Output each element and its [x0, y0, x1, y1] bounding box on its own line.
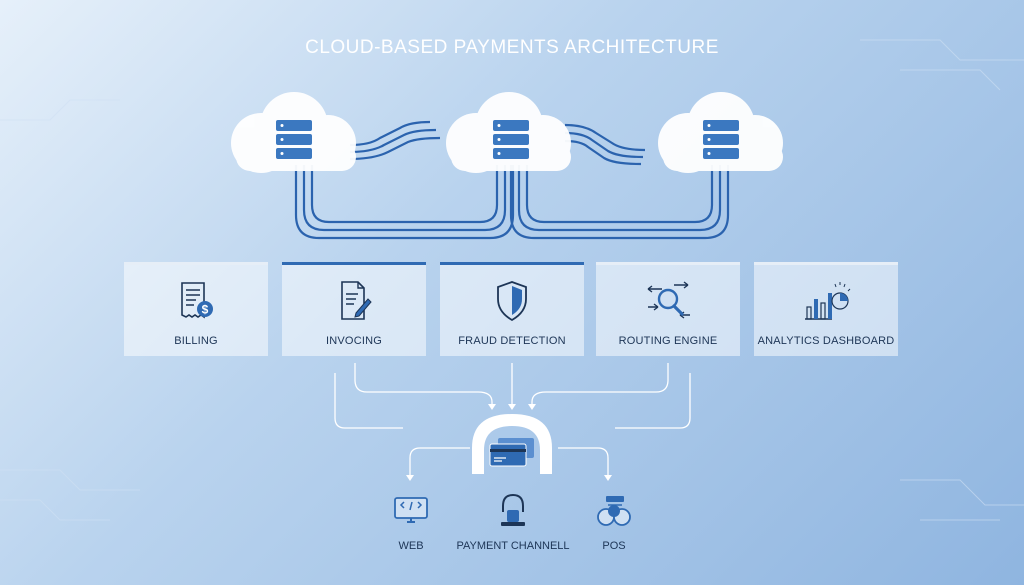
channel-payment: PAYMENT CHANNELL — [455, 490, 571, 552]
database-icon — [493, 120, 529, 159]
web-monitor-icon — [394, 497, 428, 523]
cloud-shape — [231, 92, 356, 173]
module-label: ANALYTICS DASHBOARD — [757, 335, 895, 347]
payment-terminal-icon — [501, 493, 525, 526]
module-label: BILLING — [174, 335, 218, 347]
channel-web: WEB — [385, 495, 437, 552]
search-routing-icon — [647, 281, 690, 319]
svg-text:$: $ — [202, 303, 209, 317]
cloud-pipes — [294, 120, 730, 240]
receipt-dollar-icon: $ — [181, 282, 213, 319]
module-routing-engine: ROUTING ENGINE — [596, 262, 740, 356]
channel-label: POS — [602, 540, 626, 552]
cloud-center — [446, 92, 571, 173]
cloud-shape — [658, 92, 783, 173]
cloud-shape — [446, 92, 571, 173]
pos-icon — [597, 496, 631, 526]
database-icon — [276, 120, 312, 159]
module-label: ROUTING ENGINE — [618, 335, 718, 347]
payment-hub — [472, 414, 552, 474]
background-circuit-traces — [0, 39, 1024, 521]
credit-cards-icon — [489, 438, 534, 467]
cloud-right — [658, 92, 783, 173]
database-icon — [703, 120, 739, 159]
invoice-pen-icon — [341, 281, 372, 320]
channel-label: WEB — [398, 540, 424, 552]
bar-pie-chart-icon — [805, 282, 851, 320]
cloud-left — [231, 92, 356, 173]
module-billing: $ BILLING — [124, 262, 268, 356]
module-label: INVOCING — [326, 335, 382, 347]
module-invoicing: INVOCING — [282, 262, 426, 356]
module-analytics-dashboard: ANALYTICS DASHBOARD — [754, 262, 898, 356]
module-fraud-detection: FRAUD DETECTION — [440, 262, 584, 356]
shield-icon — [497, 281, 527, 322]
arrow-heads — [406, 404, 612, 481]
diagram-title: CLOUD-BASED PAYMENTS ARCHITECTURE — [305, 37, 719, 58]
module-to-hub-arrows — [334, 363, 691, 475]
channel-label: PAYMENT CHANNELL — [456, 540, 570, 552]
channel-pos: POS — [588, 493, 640, 552]
module-label: FRAUD DETECTION — [458, 335, 566, 347]
